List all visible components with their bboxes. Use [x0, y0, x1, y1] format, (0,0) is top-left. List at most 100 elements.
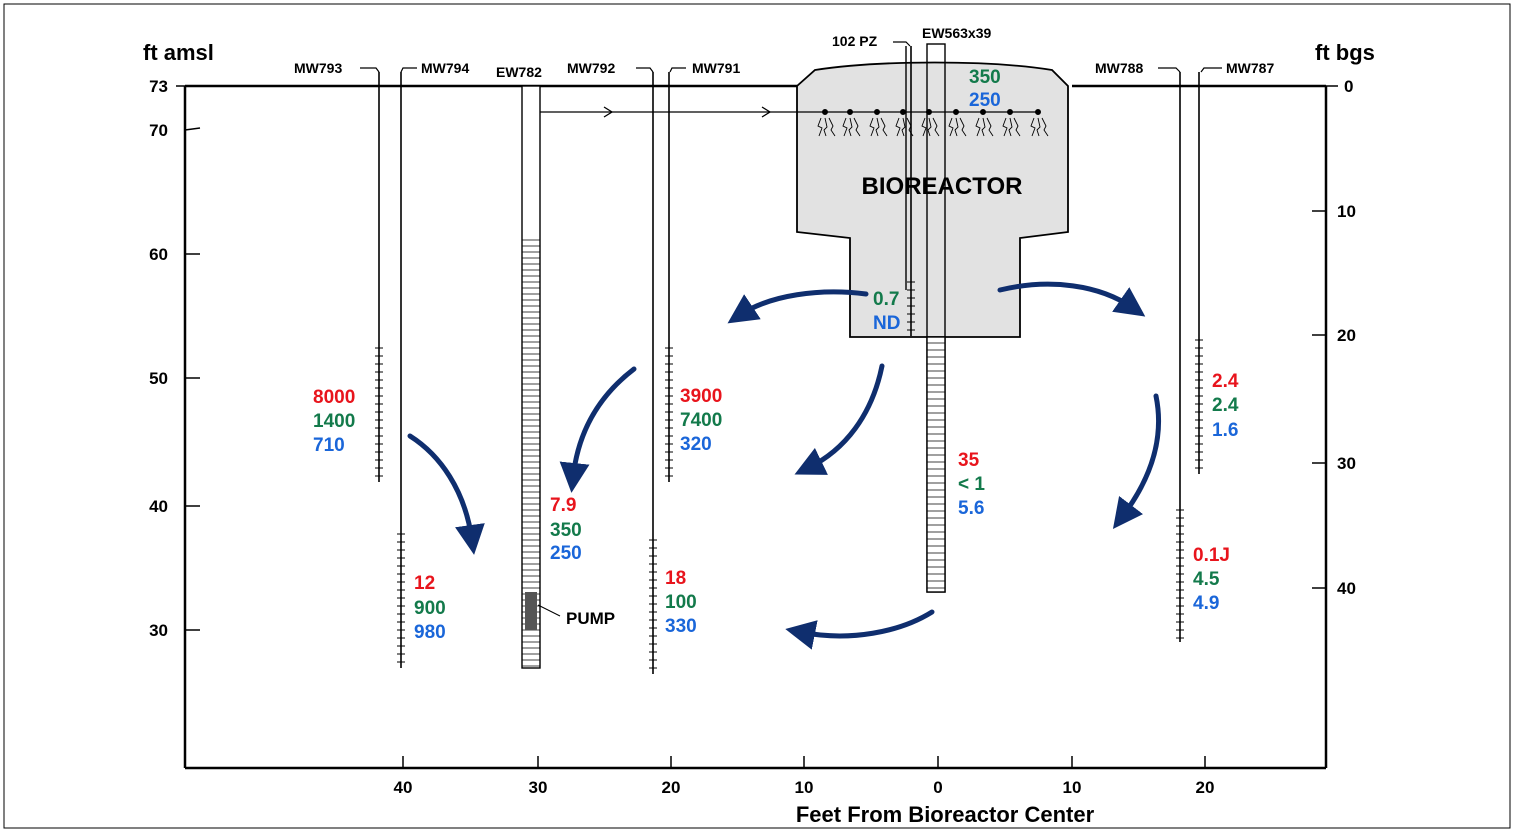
x-tick-label: 30	[529, 778, 548, 797]
value-red: 3900	[680, 386, 722, 407]
x-axis-title: Feet From Bioreactor Center	[796, 802, 1095, 827]
right-tick-label: 30	[1337, 454, 1356, 473]
value-blue: 250	[969, 90, 1001, 111]
value-red: 12	[414, 573, 435, 594]
conc-mw791-lower: 18 100 330	[665, 568, 697, 637]
sprinkler-spray	[869, 117, 888, 137]
bottom-axis	[402, 756, 1206, 768]
conc-mw794: 12 900 980	[414, 573, 446, 643]
value-blue: 250	[550, 543, 582, 564]
sprinkler-node	[1007, 109, 1013, 115]
sprinkler-heads	[817, 109, 1049, 137]
mw788-casing	[1176, 72, 1184, 642]
sprinkler-spray	[975, 117, 994, 137]
sprinkler-node	[980, 109, 986, 115]
sprinkler-node	[847, 109, 853, 115]
pz102-casing	[907, 46, 915, 336]
left-tick-label: 30	[149, 621, 168, 640]
label-leaders	[360, 41, 1222, 73]
well-label-ew563: EW563x39	[922, 25, 991, 41]
left-axis-title: ft amsl	[143, 40, 214, 65]
pump-label: PUMP	[566, 609, 615, 628]
mw791-casing	[665, 72, 673, 482]
conc-mw788: 0.1J 4.5 4.9	[1193, 545, 1230, 614]
right-tick-label: 40	[1337, 579, 1356, 598]
sprinkler-node	[900, 109, 906, 115]
sprinkler-node	[953, 109, 959, 115]
value-blue: 4.9	[1193, 593, 1219, 614]
left-tick-label: 70	[149, 121, 168, 140]
value-blue: 980	[414, 622, 446, 643]
value-red: 0.1J	[1193, 545, 1230, 566]
sprinkler-node	[1035, 109, 1041, 115]
value-blue: ND	[873, 313, 900, 334]
well-label-102pz: 102 PZ	[832, 33, 878, 49]
conc-ew782: 7.9 350 250	[550, 495, 582, 564]
right-tick-label: 0	[1344, 77, 1353, 96]
conc-bio-top: 350 250	[969, 67, 1001, 111]
value-green: 2.4	[1212, 395, 1239, 416]
ew782-well	[521, 85, 541, 669]
value-blue: 710	[313, 435, 345, 456]
x-tick-label: 20	[662, 778, 681, 797]
left-tick-label: 73	[149, 77, 168, 96]
sprinkler-spray	[921, 117, 940, 137]
plot-frame	[183, 84, 1328, 770]
flow-arrow	[794, 363, 885, 475]
sprinkler-spray	[1002, 117, 1021, 137]
flow-arrow	[997, 281, 1146, 317]
left-axis	[176, 85, 201, 631]
flow-arrows	[407, 281, 1162, 650]
right-tick-label: 20	[1337, 326, 1356, 345]
x-tick-label: 0	[933, 778, 942, 797]
left-tick-label: 60	[149, 245, 168, 264]
bioreactor-label: BIOREACTOR	[862, 173, 1023, 200]
x-tick-label: 40	[394, 778, 413, 797]
value-red: 2.4	[1212, 371, 1239, 392]
value-green: 0.7	[873, 289, 899, 310]
mw792-casing	[649, 72, 657, 674]
wells-layer	[375, 43, 1203, 674]
mw793-casing	[375, 72, 383, 482]
value-green: 4.5	[1193, 569, 1220, 590]
flow-arrow	[1112, 393, 1162, 529]
value-blue: 330	[665, 616, 697, 637]
value-green: 350	[969, 67, 1001, 88]
well-label-mw788: MW788	[1095, 60, 1143, 76]
value-blue: 320	[680, 434, 712, 455]
left-tick-label: 50	[149, 369, 168, 388]
well-label-mw794: MW794	[421, 60, 469, 76]
sprinkler-spray	[817, 117, 836, 137]
well-label-mw787: MW787	[1226, 60, 1274, 76]
value-green: 900	[414, 598, 446, 619]
well-label-mw793: MW793	[294, 60, 342, 76]
flow-arrow	[559, 366, 637, 493]
value-red: 8000	[313, 387, 355, 408]
sprinkler-node	[874, 109, 880, 115]
value-green: 7400	[680, 410, 722, 431]
ew563-screen-body	[926, 336, 946, 593]
value-blue: 5.6	[958, 498, 984, 519]
conc-mw791-upper: 3900 7400 320	[680, 386, 722, 455]
value-red: 7.9	[550, 495, 576, 516]
value-green: 1400	[313, 411, 355, 432]
pump-leader	[537, 604, 561, 617]
conc-mw793: 8000 1400 710	[313, 387, 355, 456]
mw794-casing	[397, 72, 405, 668]
well-label-mw792: MW792	[567, 60, 615, 76]
x-tick-label: 10	[795, 778, 814, 797]
flow-arrow	[727, 289, 869, 324]
right-tick-label: 10	[1337, 202, 1356, 221]
sprinkler-spray	[842, 117, 861, 137]
value-green: 100	[665, 592, 697, 613]
left-tick-label: 40	[149, 497, 168, 516]
well-label-mw791: MW791	[692, 60, 740, 76]
flow-arrow	[785, 609, 935, 650]
value-green: < 1	[958, 474, 985, 495]
sprinkler-node	[822, 109, 828, 115]
value-red: 35	[958, 450, 980, 471]
value-red: 18	[665, 568, 686, 589]
x-tick-label: 20	[1196, 778, 1215, 797]
well-label-ew782: EW782	[496, 64, 542, 80]
